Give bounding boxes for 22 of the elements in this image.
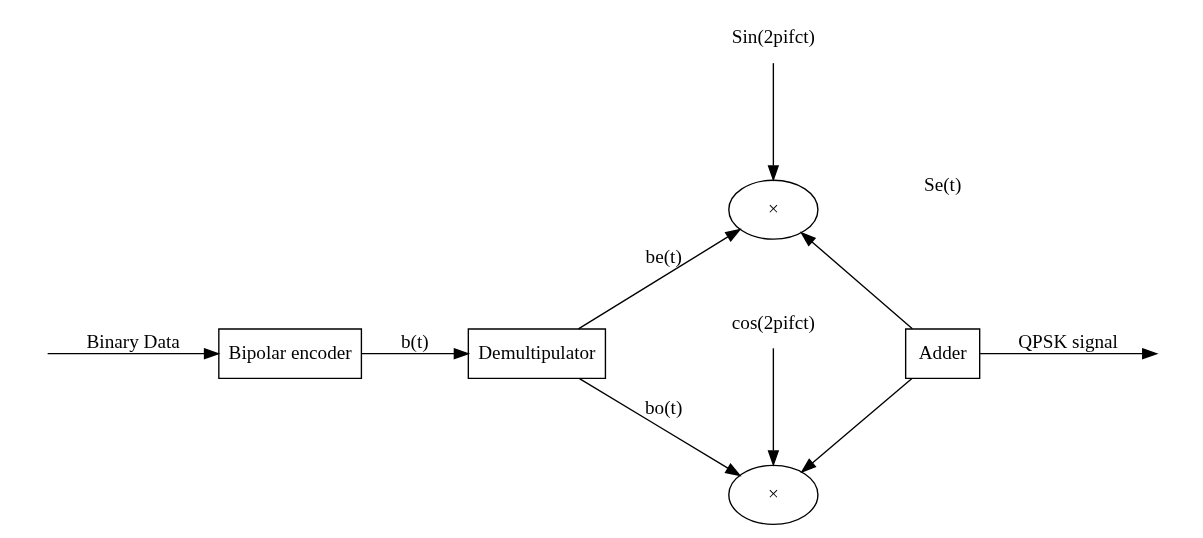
arrow <box>577 228 742 330</box>
arrow <box>799 231 913 330</box>
node-box: Demultipulator <box>467 328 606 379</box>
node-text: Sin(2pifct) <box>731 26 815 48</box>
edge-label: bo(t) <box>644 397 682 419</box>
node-ellipse: × <box>727 179 819 240</box>
node-box: Bipolar encoder <box>217 328 362 379</box>
arrow <box>46 347 220 360</box>
arrow <box>767 347 779 467</box>
edge-label: QPSK signal <box>1017 331 1118 353</box>
edge-label: b(t) <box>400 331 429 353</box>
arrow <box>767 62 779 182</box>
label: Se(t) <box>923 174 961 196</box>
edge-label: Binary Data <box>86 331 180 353</box>
arrow <box>978 347 1159 360</box>
arrow <box>578 377 742 477</box>
arrow <box>799 377 913 474</box>
node-ellipse: × <box>727 464 819 525</box>
edge-label: be(t) <box>645 246 682 268</box>
node-box: Adder <box>904 328 980 379</box>
node-text: cos(2pifct) <box>731 311 815 333</box>
arrow <box>360 347 470 360</box>
